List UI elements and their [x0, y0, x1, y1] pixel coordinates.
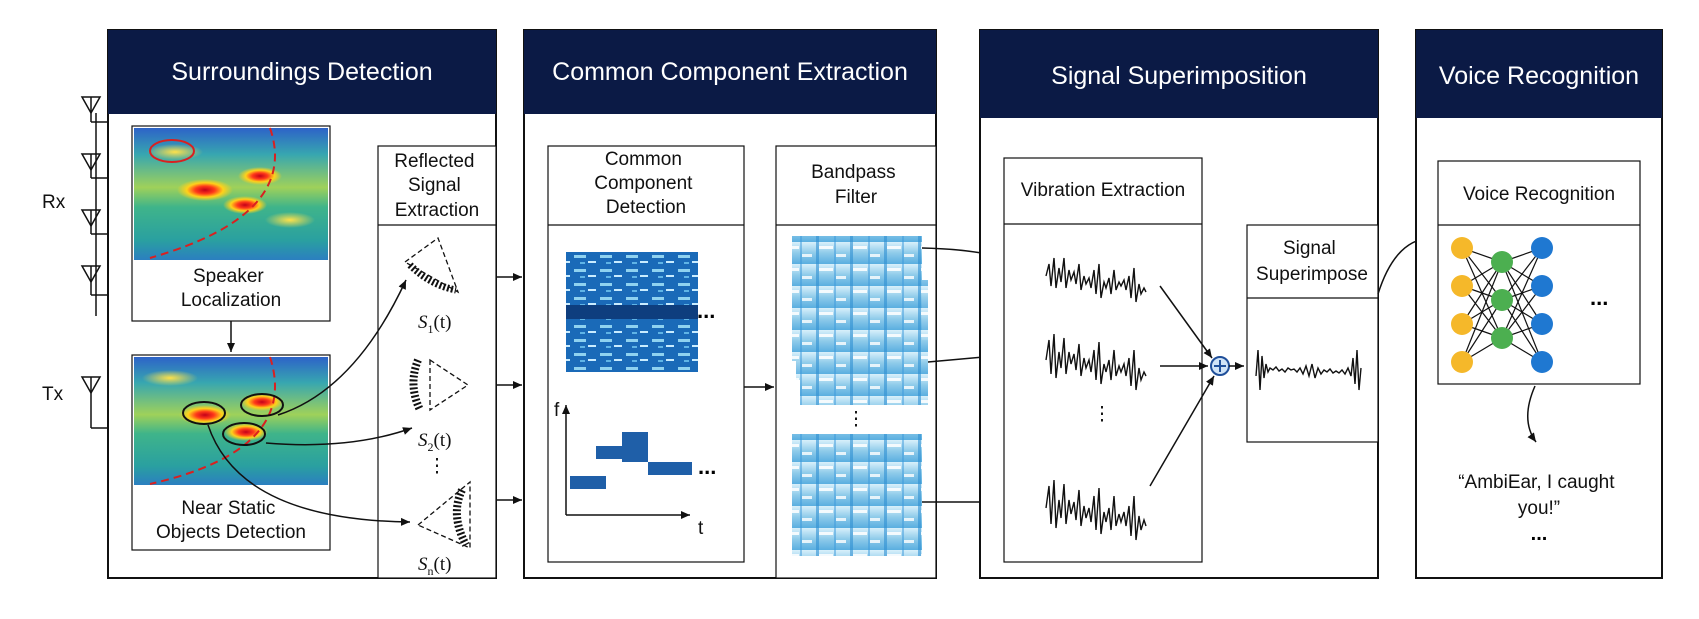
network-node [1491, 327, 1513, 349]
signal-superimpose-label: Signal Superimpose [1256, 238, 1368, 285]
tf-bar [648, 462, 692, 475]
network-node [1451, 275, 1473, 297]
reflected-signal-label: Reflected Signal Extraction [394, 151, 480, 221]
waveform [1045, 479, 1147, 541]
network-to-output-arrow [1527, 385, 1537, 443]
tf-ellipsis: ... [698, 454, 716, 479]
extraction-arrow [277, 279, 407, 416]
tf-bar [622, 432, 648, 462]
neural-network-icon [1451, 237, 1553, 373]
vibration-waveforms [1045, 257, 1147, 541]
speaker-localization-label: Speaker Localization [181, 266, 281, 311]
waveform [1045, 257, 1147, 303]
network-edge [1461, 299, 1503, 363]
voice-title: Voice Recognition [1439, 62, 1639, 90]
filter-vertical-dots: ⋮ [847, 409, 866, 430]
network-node [1491, 251, 1513, 273]
network-node [1451, 237, 1473, 259]
superimposition-header [980, 30, 1378, 118]
network-edge [1501, 247, 1543, 339]
common-component-panel: Common Component Extraction Common Compo… [523, 29, 937, 579]
time-frequency-plot [562, 405, 692, 519]
surroundings-header [108, 30, 496, 114]
network-edge [1461, 261, 1503, 325]
tf-bar [570, 476, 606, 489]
antenna-icon [80, 265, 108, 296]
extraction-arrow [207, 424, 411, 526]
waveform-vertical-dots: ⋮ [1093, 404, 1112, 425]
antenna-icon [80, 153, 108, 179]
voice-box-title: Voice Recognition [1463, 184, 1615, 205]
output-ellipsis: ... [1531, 523, 1548, 545]
antenna-icon [80, 376, 108, 429]
axis-t-label: t [698, 518, 704, 539]
point-cloud-icon [409, 358, 470, 412]
tf-bar [596, 446, 622, 459]
near-static-label: Near Static Objects Detection [156, 498, 306, 543]
network-node [1531, 275, 1553, 297]
voice-panel: Voice Recognition Voice Recognition ... … [1415, 29, 1663, 579]
superimposition-title: Signal Superimposition [1051, 62, 1307, 90]
network-node [1531, 351, 1553, 373]
waveform [1045, 333, 1147, 391]
panel1-to-panel2-arrows [496, 273, 522, 504]
tx-label: Tx [42, 384, 64, 405]
superimposition-panel: Signal Superimposition Vibration Extract… [979, 29, 1379, 579]
sum-node-icon [1210, 356, 1230, 376]
sum-arrows [1149, 285, 1215, 487]
surroundings-panel: Surroundings Detection Speaker Localizat… [107, 29, 497, 579]
common-title: Common Component Extraction [552, 58, 908, 86]
axis-f-label: f [554, 400, 560, 421]
network-node [1491, 289, 1513, 311]
point-cloud-icon [403, 236, 460, 294]
recognized-speech: “AmbiEar, I caught you!” [1458, 472, 1620, 519]
voice-header [1416, 30, 1662, 118]
common-detection-label: Common Component Detection [594, 149, 698, 218]
common-header [524, 30, 936, 114]
signal-sn: Sn(t) [418, 554, 451, 578]
network-edge [1461, 261, 1503, 363]
bandpass-label: Bandpass Filter [811, 162, 901, 208]
vibration-extraction-label: Vibration Extraction [1021, 180, 1185, 201]
signals-vertical-dots: ⋮ [428, 456, 447, 477]
antenna-icon [80, 209, 108, 235]
spectrogram-ellipsis: ... [697, 298, 715, 323]
rx-label: Rx [42, 192, 66, 213]
network-ellipsis: ... [1590, 285, 1608, 310]
common-spectrogram [566, 252, 698, 372]
superimposed-waveform [1255, 349, 1362, 391]
antenna-array [80, 96, 108, 429]
signal-s2: S2(t) [418, 430, 451, 454]
point-cloud-icon [416, 480, 471, 549]
bandpass-spectrograms [792, 236, 928, 556]
surroundings-title: Surroundings Detection [171, 58, 432, 86]
network-node [1451, 313, 1473, 335]
network-node [1451, 351, 1473, 373]
signal-s1: S1(t) [418, 312, 451, 336]
antenna-icon [80, 96, 108, 123]
near-static-heatmap [134, 356, 328, 485]
speaker-heatmap [134, 127, 328, 260]
network-node [1531, 313, 1553, 335]
network-node [1531, 237, 1553, 259]
extraction-arrow [265, 427, 413, 446]
